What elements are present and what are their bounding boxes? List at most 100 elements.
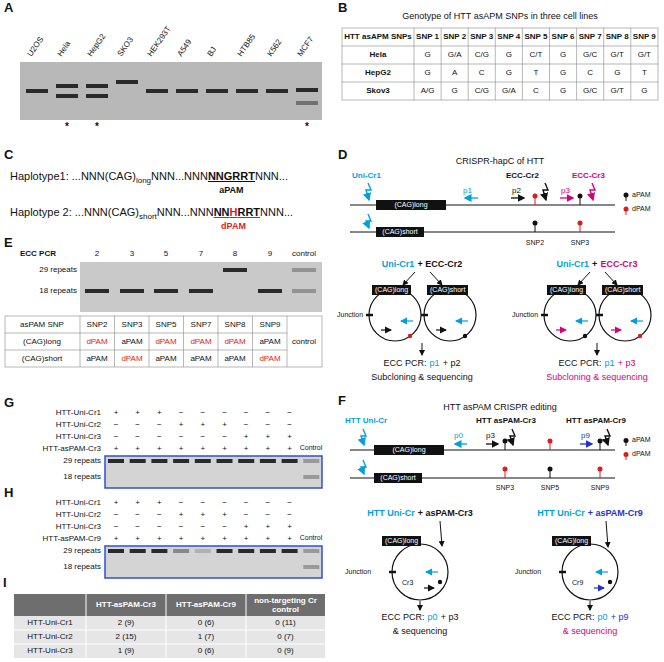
condition-cell: − (244, 510, 249, 519)
condition-cell: + (244, 444, 249, 453)
lane-label: Control (300, 444, 323, 452)
repeat-label: (CAG)short (377, 474, 419, 482)
repeat-box: (CAG)long (547, 285, 586, 295)
condition-cell: + (287, 444, 292, 453)
condition-cell: HTT-Uni-Cr1 (56, 408, 101, 417)
table-cell: (CAG)short (22, 354, 62, 363)
condition-cell: − (266, 498, 271, 507)
condition-cell: + (135, 534, 140, 543)
guide-label: HTT Uni-Cr (345, 416, 387, 425)
table-cell: C (533, 86, 539, 95)
table-cell: G (424, 50, 430, 59)
condition-cell: − (222, 498, 227, 507)
primer-label: p2 (512, 186, 521, 195)
repeat-label: (CAG)long (379, 201, 443, 209)
condition-cell: + (179, 510, 184, 519)
gel-title: ECC PCR (20, 249, 56, 258)
repeat-box: (CAG)long (374, 445, 444, 455)
pcr-label: ECC PCR: (382, 612, 425, 622)
primer-label: p3 (561, 186, 570, 195)
guide-combo: + asPAM-Cr3 (418, 508, 473, 518)
repeat-label: (CAG)short (605, 286, 640, 294)
condition-cell: + (222, 420, 227, 429)
table-cell: 2 (15) (116, 632, 137, 641)
table-header: HTT-asPAM-Cr3 (89, 600, 163, 609)
table-cell: aPAM (259, 337, 280, 346)
condition-cell: + (244, 432, 249, 441)
pcr-label: p0 (428, 612, 438, 622)
lane-label: SKO3 (115, 35, 135, 58)
table-cell: G (506, 50, 512, 59)
condition-cell: − (200, 522, 205, 531)
condition-cell: + (135, 408, 140, 417)
table-cell: SNP 6 (552, 32, 575, 41)
asterisk: * (305, 121, 309, 133)
condition-cell: HTT-Uni-Cr2 (56, 420, 101, 429)
pcr-label: Subcloning & sequencing (546, 372, 648, 382)
panel-letter: E (4, 236, 13, 251)
repeat-box: (CAG)short (376, 227, 424, 237)
condition-cell: + (114, 534, 119, 543)
table-e-grid (5, 316, 322, 367)
guide-combo: HTT Uni-Cr (537, 508, 585, 518)
table-i-grid (14, 594, 325, 658)
lane-label: Hela (55, 39, 72, 58)
sequence-text: NNN...NNN (151, 170, 208, 183)
condition-cell: + (157, 534, 162, 543)
condition-cell: + (200, 510, 205, 519)
condition-cell: − (157, 522, 162, 531)
table-cell: T (642, 68, 647, 77)
condition-cell: + (200, 534, 205, 543)
condition-cell: + (244, 522, 249, 531)
snp-label: SNP3 (496, 484, 514, 492)
condition-cell: + (200, 420, 205, 429)
table-cell: G (614, 68, 620, 77)
table-title: Genotype of HTT asAPM SNPs in three cell… (402, 11, 597, 21)
table-cell: aPAM (224, 354, 245, 363)
table-cell: dPAM (121, 354, 142, 363)
guide-combo: Uni-Cr1 (557, 259, 590, 269)
guide-label: HTT asPAM-Cr9 (566, 416, 626, 425)
junction-label: Junction (515, 568, 541, 576)
table-cell: HepG2 (365, 68, 391, 77)
guide-combo: ECC-Cr3 (600, 259, 637, 269)
condition-cell: + (179, 444, 184, 453)
lane-label: HepG2 (85, 32, 107, 58)
condition-cell: + (222, 444, 227, 453)
condition-cell: + (135, 444, 140, 453)
condition-cell: HTT-Uni-Cr2 (56, 510, 101, 519)
condition-cell: − (114, 420, 119, 429)
condition-cell: + (114, 498, 119, 507)
table-cell: G/C (583, 50, 597, 59)
table-cell: HTT asAPM SNPs (344, 32, 412, 41)
condition-cell: − (157, 432, 162, 441)
condition-cell: − (114, 432, 119, 441)
table-cell: SNP 7 (579, 32, 602, 41)
condition-cell: − (266, 510, 271, 519)
condition-cell: − (287, 408, 292, 417)
condition-cell: + (200, 444, 205, 453)
asterisk: * (95, 121, 99, 133)
table-cell: 2 (9) (118, 618, 134, 627)
sequence-text: NNN... (255, 170, 288, 183)
condition-cell: − (135, 420, 140, 429)
primer-label: p3 (486, 431, 495, 440)
table-cell: SNP8 (225, 320, 246, 329)
junction-label: Junction (337, 311, 363, 319)
sequence-text: NN (214, 206, 230, 219)
panel-letter: G (4, 396, 14, 411)
sequence-text: NNN... (260, 206, 293, 219)
lane-number: 9 (268, 249, 272, 258)
guide-combo: + (592, 259, 597, 269)
table-cell: Skov3 (366, 86, 390, 95)
guide-label: HTT asPAM-Cr3 (476, 416, 536, 425)
legend-label: dPAM (632, 205, 651, 213)
condition-cell: − (287, 498, 292, 507)
condition-cell: HTT-Uni-Cr3 (56, 432, 101, 441)
table-cell: 0 (9) (277, 646, 293, 655)
snp-label: SNP3 (571, 239, 589, 247)
condition-cell: − (222, 408, 227, 417)
condition-cell: + (222, 534, 227, 543)
primer-label: p0 (454, 431, 463, 440)
pcr-label: + p2 (443, 358, 461, 368)
